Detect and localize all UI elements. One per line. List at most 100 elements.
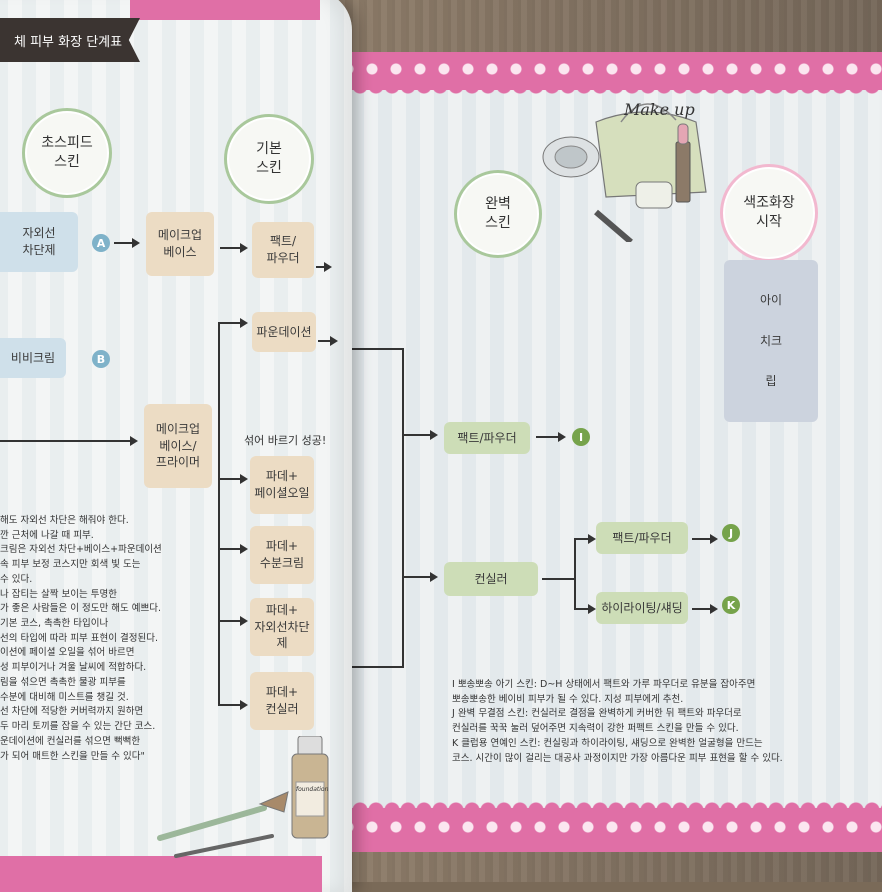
super-speed-skin-circle: 초스피드 스킨 xyxy=(22,108,112,198)
connector-vertical xyxy=(402,348,404,668)
arrow-to-j xyxy=(692,534,718,544)
note-line: J 완벽 무결점 스킨: 컨실러로 결점을 완벽하게 커버한 뒤 팩트와 파우더… xyxy=(452,708,742,720)
color-makeup-label: 색조화장 시작 xyxy=(743,195,795,230)
concealer-label: 컨실러 xyxy=(474,571,508,586)
foundation-label: 파운데이션 xyxy=(256,324,312,339)
badge-j: J xyxy=(722,524,740,542)
arrow-to-pact xyxy=(404,430,438,440)
right-page: Make up 완벽 스킨 색조화장 시작 아이 치크 립 팩트/파우더 I 컨… xyxy=(336,52,882,852)
pact-powder-label: 팩트/파우더 xyxy=(457,430,517,445)
note-line: 림을 섞으면 촉촉한 물광 피부를 xyxy=(0,676,126,688)
arrow-to-highlight xyxy=(574,604,596,614)
highlight-box: 하이라이팅/섀딩 xyxy=(596,592,688,624)
arrow-to-fd-moist xyxy=(218,544,248,554)
primer-label: 메이크업 베이스/ 프라이머 xyxy=(155,421,201,470)
connector-bottom xyxy=(336,666,404,668)
fd-concealer-label: 파데+ 컨실러 xyxy=(265,685,299,716)
badge-b: B xyxy=(92,350,110,368)
color-item-eye: 아이 xyxy=(759,292,783,307)
arrow-to-foundation xyxy=(218,318,248,328)
fd-sunscreen-label: 파데+ 자외선차단제 xyxy=(254,602,310,651)
super-speed-skin-label: 초스피드 스킨 xyxy=(41,135,93,170)
arrow-to-fd-concealer xyxy=(218,700,248,710)
branch-stem xyxy=(542,578,574,580)
note-line: 성 피부이거나 겨울 날씨에 적합하다. xyxy=(0,662,147,674)
branch-vertical xyxy=(574,538,576,610)
badge-i: I xyxy=(572,428,590,446)
sunscreen-label: 자외선 차단제 xyxy=(22,226,56,257)
lace-border-bottom xyxy=(336,796,882,852)
lace-border-top-left xyxy=(130,0,320,20)
basic-skin-label: 기본 스킨 xyxy=(256,141,282,176)
perfect-skin-circle: 완벽 스킨 xyxy=(454,170,542,258)
arrow-to-right-page xyxy=(318,336,338,346)
primer-box: 메이크업 베이스/ 프라이머 xyxy=(144,404,212,488)
note-line: 가 되어 매트한 스킨을 만들 수 있다" xyxy=(0,750,145,762)
pact-powder-2-box: 팩트/파우더 xyxy=(596,522,688,554)
arrow-to-k xyxy=(692,604,718,614)
sunscreen-box: 자외선 차단제 xyxy=(0,212,78,272)
color-item-lip: 립 xyxy=(765,374,777,389)
note-line: 운데이션에 컨실러를 섞으면 뻑뻑한 xyxy=(0,735,141,747)
page-title: 체 피부 화장 단계표 xyxy=(0,18,140,62)
makeup-bag-illustration xyxy=(542,103,707,242)
arrow-to-fd-oil xyxy=(218,474,248,484)
pact-powder-box: 팩트/파우더 xyxy=(444,422,530,454)
left-branch-vertical xyxy=(218,322,220,706)
note-line: 선의 타입에 따라 피부 표현이 결정된다. xyxy=(0,632,158,644)
arrow-from-pact xyxy=(316,262,332,272)
note-line: 이션에 페이셜 오일을 섞어 바르면 xyxy=(0,647,135,659)
makeup-base-label: 메이크업 베이스 xyxy=(157,228,203,259)
note-line: 깐 근처에 나갈 때 피부. xyxy=(0,529,94,541)
note-line: 코스. 시간이 많이 걸리는 대공사 과정이지만 가장 아름다운 피부 표현을 … xyxy=(452,752,783,764)
note-line: 두 마리 토끼를 잡을 수 있는 간단 코스. xyxy=(0,721,156,733)
arrow-to-fd-sun xyxy=(218,616,248,626)
arrow-to-primer xyxy=(0,436,138,446)
highlight-label: 하이라이팅/섀딩 xyxy=(601,600,683,615)
note-line: 기본 코스, 촉촉한 타입이나 xyxy=(0,618,109,630)
note-line: K 클럽용 연예인 스킨: 컨실링과 하이라이팅, 섀딩으로 완벽한 얼굴형을 … xyxy=(452,737,763,749)
badge-k: K xyxy=(722,596,740,614)
connector-top xyxy=(336,348,404,350)
basic-skin-circle: 기본 스킨 xyxy=(224,114,314,204)
fd-moist-box: 파데+ 수분크림 xyxy=(250,526,314,584)
foundation-box: 파운데이션 xyxy=(252,312,316,352)
note-line: 해도 자외선 차단은 해줘야 한다. xyxy=(0,515,129,526)
right-notes: I 뽀송뽀송 아기 스킨: D~H 상태에서 팩트와 가루 파우더로 유분을 잡… xyxy=(452,678,872,766)
note-line: 뽀송뽀송한 베이비 피부가 될 수 있다. 지성 피부에게 추천. xyxy=(452,693,684,705)
bb-cream-box: 비비크림 xyxy=(0,338,66,378)
note-line: I 뽀송뽀송 아기 스킨: D~H 상태에서 팩트와 가루 파우더로 유분을 잡… xyxy=(452,679,756,690)
color-makeup-list: 아이 치크 립 xyxy=(724,260,818,422)
pact-powder-left-label: 팩트/ 파우더 xyxy=(266,234,300,265)
note-line: 컨실러를 꾹꾹 눌러 덮어주면 지속력이 강한 퍼펙트 스킨을 만들 수 있다. xyxy=(452,723,739,735)
note-line: 나 잡티는 살짝 보이는 투명한 xyxy=(0,588,117,600)
makeup-handwritten-label: Make up xyxy=(624,100,695,119)
pact-powder-left-box: 팩트/ 파우더 xyxy=(252,222,314,278)
concealer-box: 컨실러 xyxy=(444,562,538,596)
perfect-skin-label: 완벽 스킨 xyxy=(485,196,511,231)
badge-a: A xyxy=(92,234,110,252)
fd-sunscreen-box: 파데+ 자외선차단제 xyxy=(250,598,314,656)
arrow-to-pact-powder xyxy=(220,243,248,253)
color-item-cheek: 치크 xyxy=(759,333,783,348)
lotion-label: foundation xyxy=(296,786,329,793)
pact-powder-2-label: 팩트/파우더 xyxy=(612,530,672,545)
makeup-base-box: 메이크업 베이스 xyxy=(146,212,214,276)
arrow-to-i xyxy=(536,432,566,442)
arrow-to-concealer xyxy=(404,572,438,582)
fd-face-oil-box: 파데+ 페이셜오일 xyxy=(250,456,314,514)
note-line: 수분에 대비해 미스트를 챙길 것. xyxy=(0,691,129,703)
note-line: 가 좋은 사람들은 이 정도만 해도 예쁘다. xyxy=(0,603,161,615)
fd-moist-label: 파데+ 수분크림 xyxy=(259,539,305,570)
note-line: 속 피부 보정 코스지만 회색 빛 도는 xyxy=(0,559,141,571)
note-line: 크림은 자외선 차단+베이스+파운데이션 xyxy=(0,544,162,556)
note-line: 선 차단에 적당한 커버력까지 원하면 xyxy=(0,706,144,718)
color-makeup-circle: 색조화장 시작 xyxy=(720,164,818,262)
note-line: 수 있다. xyxy=(0,573,33,585)
lotion-bottle-illustration xyxy=(291,736,329,839)
fd-concealer-box: 파데+ 컨실러 xyxy=(250,672,314,730)
bb-cream-label: 비비크림 xyxy=(10,350,56,365)
brush-illustration xyxy=(157,791,289,858)
mix-success-label: 섞어 바르기 성공! xyxy=(244,434,327,447)
fd-face-oil-label: 파데+ 페이셜오일 xyxy=(254,469,310,500)
